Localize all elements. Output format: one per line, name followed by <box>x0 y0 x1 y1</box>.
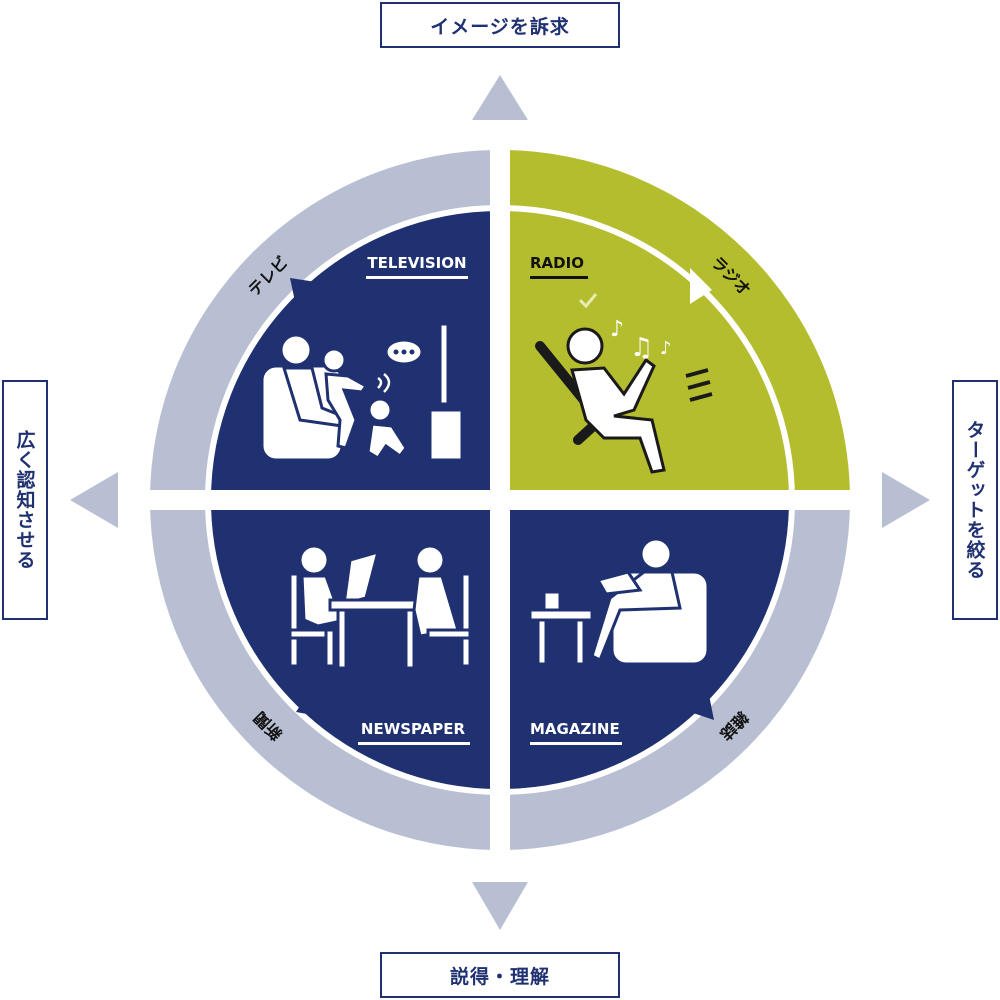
axis-label-left: 広く認知させる <box>2 380 48 620</box>
driver-listening-radio-icon: ♪ ♫ ♪ <box>535 293 713 474</box>
family-watching-tv-icon <box>260 322 464 462</box>
axis-label-right: ターゲットを絞る <box>952 380 998 620</box>
ring-arrow-newspaper-icon <box>296 690 318 716</box>
ring-segment-newspaper <box>150 510 490 850</box>
svg-text:♫: ♫ <box>630 333 653 363</box>
svg-text:♪: ♪ <box>660 338 672 359</box>
ring-arrow-tv-icon <box>290 278 316 306</box>
arrow-down-icon <box>472 882 528 930</box>
axis-label-bottom: 説得・理解 <box>380 952 620 998</box>
quadrant-title-radio: RADIO <box>530 254 584 272</box>
ring-segment-radio <box>510 150 850 490</box>
arrow-up-icon <box>472 75 528 120</box>
ring-arrow-magazine-icon <box>690 690 714 720</box>
svg-text:♪: ♪ <box>610 317 624 342</box>
ring-segment-tv <box>150 150 490 490</box>
arrow-right-icon <box>882 472 930 528</box>
quadrant-title-newspaper: NEWSPAPER <box>361 720 466 738</box>
ring-arrow-radio-icon <box>690 268 712 304</box>
axis-label-top: イメージを訴求 <box>380 2 620 48</box>
couple-reading-newspaper-icon <box>288 544 472 670</box>
person-reading-magazine-icon <box>528 537 710 666</box>
quadrant-radio <box>510 210 790 490</box>
ring-segment-magazine <box>510 510 850 850</box>
arrow-left-icon <box>70 472 118 528</box>
quadrant-title-magazine: MAGAZINE <box>530 720 620 738</box>
quadrant-title-tv: TELEVISION <box>367 254 466 272</box>
